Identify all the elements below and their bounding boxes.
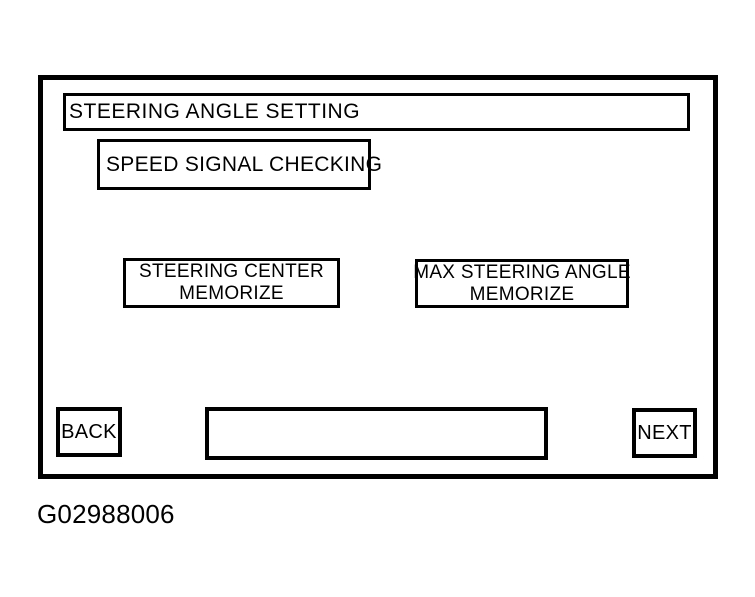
steering-center-memorize-label-line1: STEERING CENTER — [138, 261, 325, 282]
steering-center-memorize-label-line2: MEMORIZE — [179, 283, 284, 304]
next-button[interactable]: NEXT — [632, 408, 697, 458]
speed-signal-checking-button[interactable]: SPEED SIGNAL CHECKING — [97, 139, 382, 190]
max-steering-angle-memorize-button[interactable]: MAX STEERING ANGLE MEMORIZE — [413, 259, 631, 308]
screen-title: STEERING ANGLE SETTING — [63, 93, 690, 131]
back-button[interactable]: BACK — [56, 407, 122, 457]
max-steering-angle-memorize-label-line1: MAX STEERING ANGLE — [413, 261, 631, 283]
steering-center-memorize-button[interactable]: STEERING CENTER MEMORIZE — [123, 258, 340, 308]
max-steering-angle-memorize-label-line2: MEMORIZE — [469, 283, 575, 305]
figure-caption: G02988006 — [37, 499, 175, 529]
message-display-box — [205, 407, 548, 460]
